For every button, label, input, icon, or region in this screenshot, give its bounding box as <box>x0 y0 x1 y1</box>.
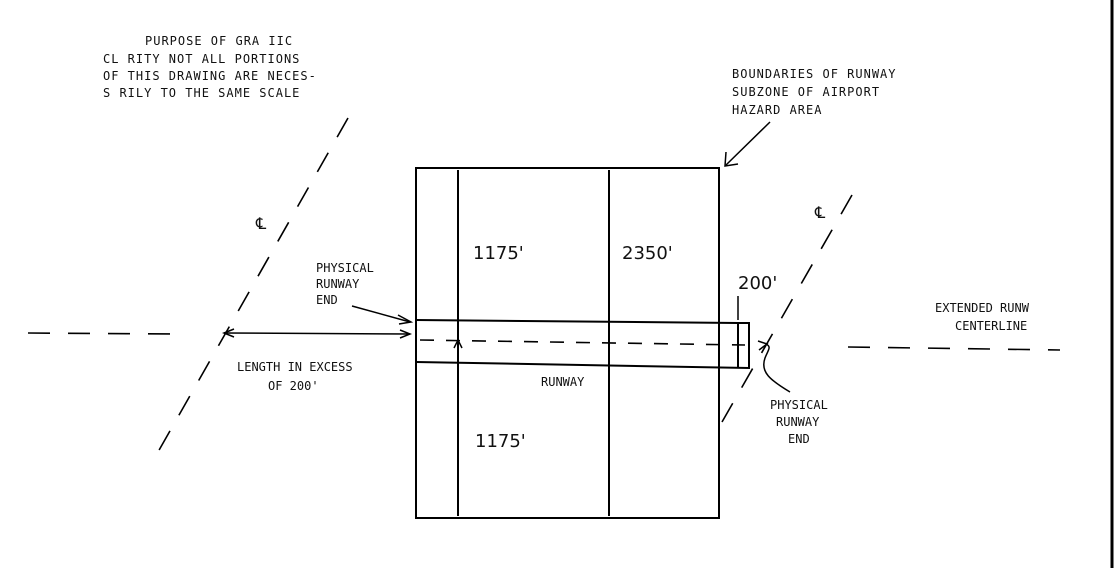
physical-end-right-line-3: END <box>788 432 810 446</box>
dimension-upper-1175: 1175' <box>473 243 524 264</box>
dimension-lower-1175: 1175' <box>475 431 526 452</box>
runway-label: RUNWAY <box>541 375 585 389</box>
centerline-symbol-left: ℄ <box>255 214 267 233</box>
purpose-note-line-1: PURPOSE OF GRA IIC <box>145 34 293 48</box>
physical-end-right-leader <box>763 343 791 393</box>
length-excess-dim-line <box>223 332 411 335</box>
physical-end-left-arrowhead <box>397 314 414 325</box>
purpose-note-line-3: OF THIS DRAWING ARE NECES- <box>103 69 317 83</box>
subzone-boundary <box>415 167 720 519</box>
length-excess-line-1: LENGTH IN EXCESS <box>237 360 353 374</box>
extended-centerline-right <box>847 346 1061 351</box>
boundaries-note: BOUNDARIES OF RUNWAY SUBZONE OF AIRPORT … <box>732 67 897 117</box>
extended-centerline-line-2: CENTERLINE <box>955 319 1027 333</box>
boundaries-note-line-2: SUBZONE OF AIRPORT <box>732 85 880 99</box>
runway-strip <box>415 319 750 370</box>
purpose-note: PURPOSE OF GRA IIC CL RITY NOT ALL PORTI… <box>103 34 317 100</box>
physical-end-right-label: PHYSICAL RUNWAY END <box>770 398 828 446</box>
dimension-200-end: 200' <box>738 273 777 294</box>
physical-end-right-line-1: PHYSICAL <box>770 398 828 412</box>
dimension-2350: 2350' <box>622 243 673 264</box>
dim-arrow-up <box>453 338 463 349</box>
physical-end-left-line-2: RUNWAY <box>316 277 360 291</box>
boundaries-arrow <box>725 121 771 166</box>
diagonal-centerline-right <box>721 194 853 423</box>
purpose-note-line-4: S RILY TO THE SAME SCALE <box>103 86 300 100</box>
physical-end-left-label: PHYSICAL RUNWAY END <box>316 261 374 307</box>
length-excess-line-2: OF 200' <box>268 379 319 393</box>
boundaries-note-line-1: BOUNDARIES OF RUNWAY <box>732 67 897 81</box>
runway-centerline <box>419 339 746 346</box>
centerline-symbol-right: ℄ <box>814 203 826 222</box>
length-excess-label: LENGTH IN EXCESS OF 200' <box>237 360 353 393</box>
physical-end-left-line-1: PHYSICAL <box>316 261 374 275</box>
length-excess-arrow-left <box>221 328 235 338</box>
physical-end-left-line-3: END <box>316 293 338 307</box>
length-excess-arrow-right <box>399 329 413 339</box>
extended-centerline-line-1: EXTENDED RUNW <box>935 301 1030 315</box>
extended-centerline-left <box>27 332 181 335</box>
physical-end-right-arrowhead <box>757 340 769 351</box>
extended-centerline-label: EXTENDED RUNW CENTERLINE <box>935 301 1030 333</box>
purpose-note-line-2: CL RITY NOT ALL PORTIONS <box>103 52 300 66</box>
physical-end-left-leader <box>351 305 411 323</box>
boundaries-arrowhead <box>724 151 739 167</box>
boundaries-note-line-3: HAZARD AREA <box>732 103 822 117</box>
physical-end-right-line-2: RUNWAY <box>776 415 820 429</box>
diagonal-centerline-left <box>157 117 349 453</box>
